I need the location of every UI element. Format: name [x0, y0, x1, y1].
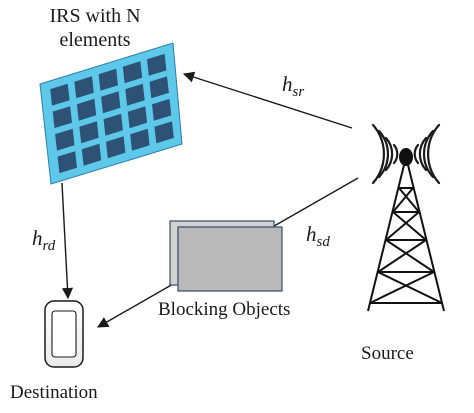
antenna-tower-icon [367, 148, 445, 312]
radio-waves-icon [371, 123, 441, 185]
irs-element [57, 151, 77, 174]
irs-element [154, 121, 174, 144]
irs-element [55, 128, 75, 151]
irs-element [122, 61, 143, 84]
source-label: Source [361, 343, 414, 364]
irs-element [130, 128, 150, 151]
irs-element [103, 113, 123, 136]
channel-label-h-sd: hsd [306, 222, 330, 250]
arrow-source-to-irs [182, 71, 353, 129]
irs-element [81, 143, 102, 166]
channel-symbol: h [282, 72, 293, 96]
channel-label-h-sr: hsr [282, 72, 305, 100]
arrow-irs-to-destination [61, 182, 74, 300]
channel-subscript: sd [316, 234, 330, 250]
irs-element [52, 106, 72, 129]
channel-subscript: sr [292, 84, 305, 100]
channel-subscript: rd [42, 238, 56, 254]
irs-element [147, 53, 167, 76]
irs-panel-icon [39, 42, 183, 185]
channel-symbol: h [306, 222, 317, 246]
irs-element [125, 83, 145, 106]
irs-element [101, 91, 121, 114]
irs-element [98, 68, 118, 91]
irs-element [74, 76, 94, 99]
channel-symbol: h [32, 226, 43, 250]
irs-title-line-2: elements [59, 29, 131, 51]
irs-element [152, 98, 172, 121]
irs-title: IRS with N elements [31, 4, 159, 52]
irs-element-grid [50, 53, 174, 174]
destination-label: Destination [10, 382, 98, 403]
blocking-object-icon [169, 220, 283, 292]
blocking-objects-label: Blocking Objects [158, 299, 291, 320]
channel-label-h-rd: hrd [32, 226, 56, 254]
irs-element [76, 98, 97, 121]
irs-element [149, 76, 169, 99]
irs-element [50, 83, 70, 106]
irs-title-line-1: IRS with N [49, 5, 141, 27]
irs-element [106, 136, 126, 159]
irs-element [127, 106, 148, 129]
irs-element [79, 121, 99, 144]
phone-icon [44, 300, 84, 368]
